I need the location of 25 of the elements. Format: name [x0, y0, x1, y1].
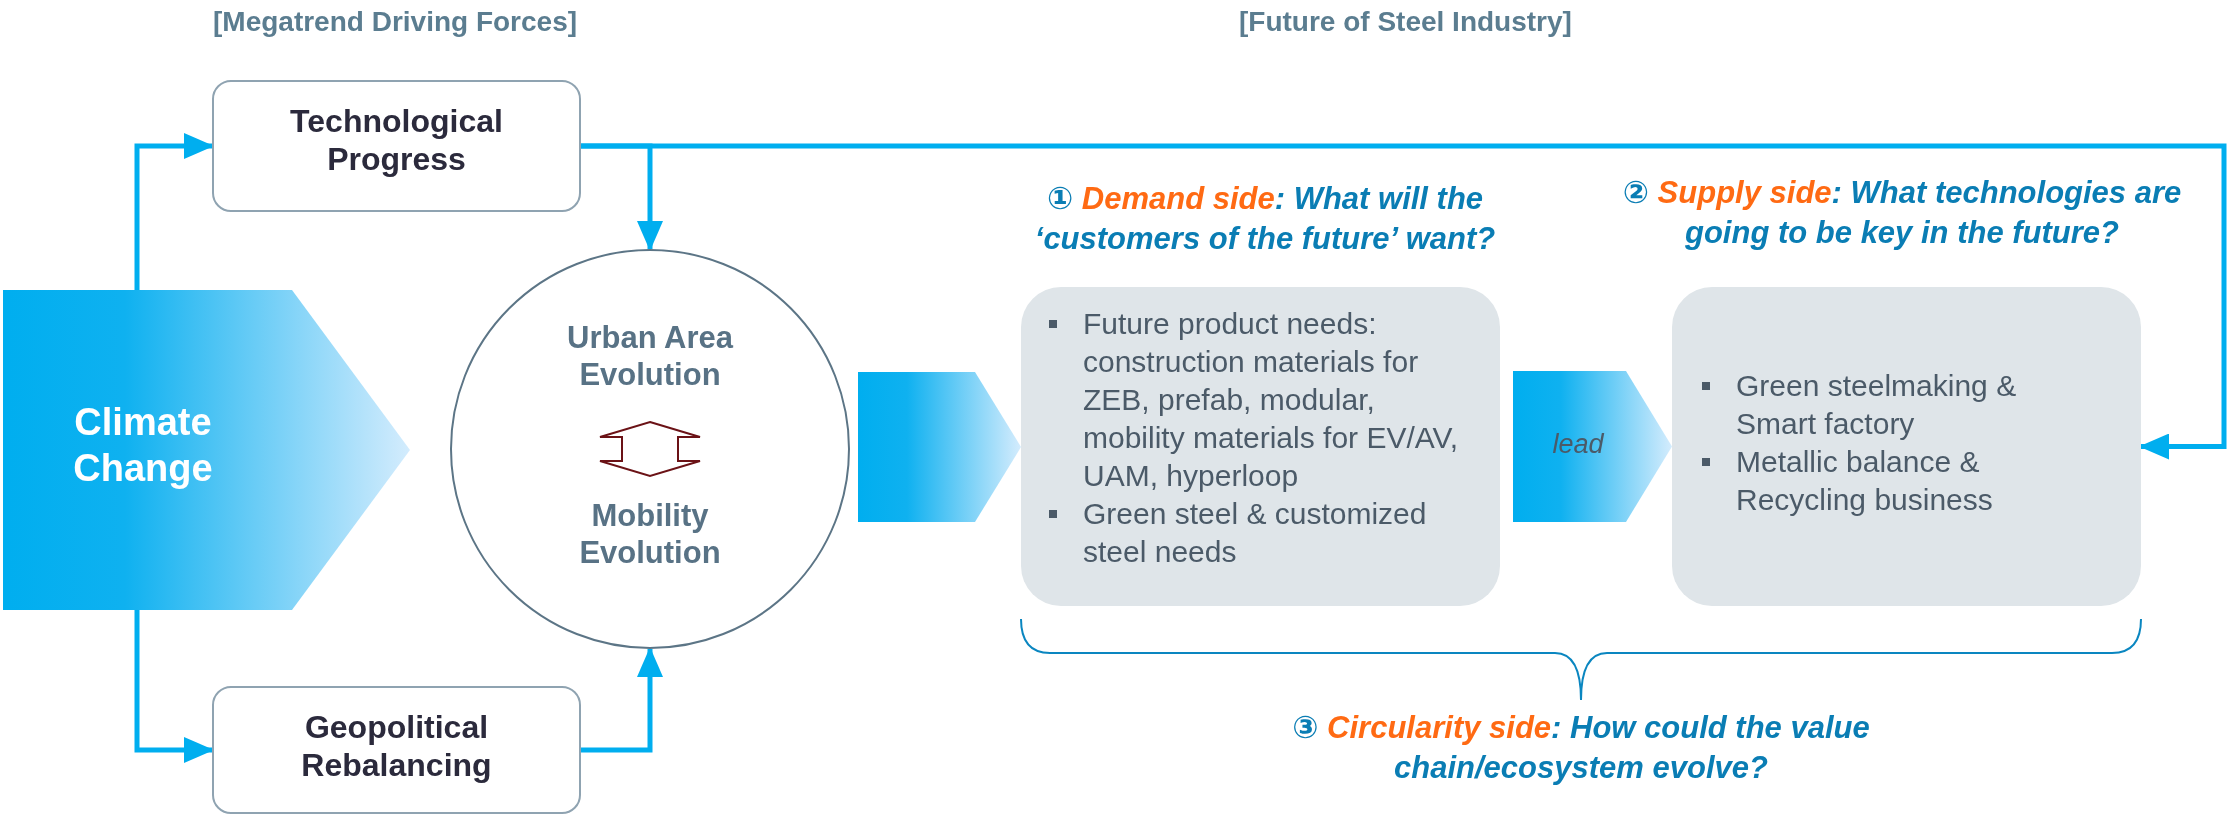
edge-label: lead — [1552, 428, 1604, 460]
focus-circle — [450, 249, 850, 649]
question-heading: ① Demand side: What will the ‘customers of the future’ want? — [1033, 180, 1497, 259]
node-title: Climate Change — [72, 400, 214, 491]
section-title: [Megatrend Driving Forces] — [213, 6, 578, 38]
arrow — [581, 647, 663, 753]
circle-text: Urban Area Evolution — [566, 319, 735, 394]
process-box — [212, 686, 581, 814]
process-box — [212, 80, 581, 212]
node-title: Technological Progress — [289, 102, 504, 179]
node-title: Geopolitical Rebalancing — [300, 708, 493, 785]
question-heading: ② Supply side: What technologies are going to be key in the future? — [1621, 174, 2183, 253]
bullet-item: Future product needs: construction materials for ZEB, prefab, modular, mobility materials for EV/AV, UAM, hyperloop — [1083, 307, 1459, 492]
arrow — [134, 610, 214, 763]
bullet-item: Metallic balance & Recycling business — [1736, 445, 1993, 516]
block-arrow — [858, 372, 1021, 522]
circle-text: Mobility Evolution — [578, 497, 722, 572]
bullet-item: Green steel & customized steel needs — [1083, 497, 1427, 568]
arrow — [581, 143, 2227, 460]
section-title: [Future of Steel Industry] — [1239, 6, 1572, 38]
arrow — [134, 133, 214, 290]
question-heading: ③ Circularity side: How could the value chain/ecosystem evolve? — [1291, 709, 1871, 788]
bullet-item: Green steelmaking & Smart factory — [1736, 369, 2017, 440]
block-arrow — [1513, 371, 1672, 522]
driver-pentagon — [3, 290, 410, 610]
